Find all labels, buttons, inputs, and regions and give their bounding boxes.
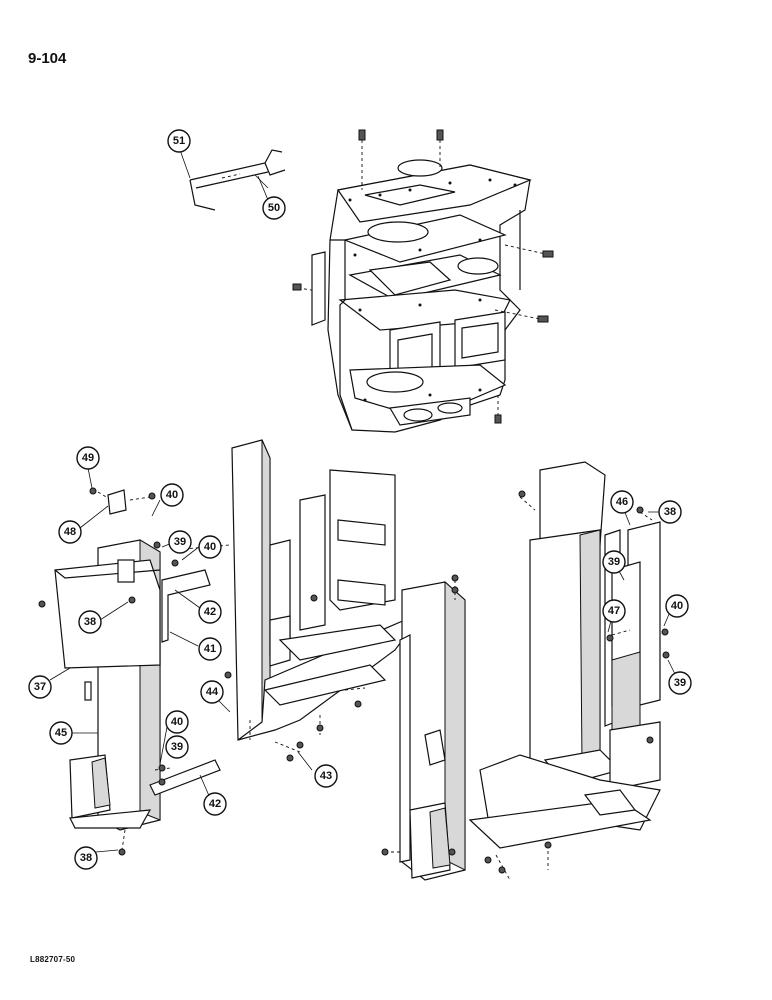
svg-text:38: 38 — [84, 616, 96, 628]
callout-42: 42 — [198, 600, 222, 624]
figure-reference: L882707-50 — [30, 955, 76, 964]
svg-text:39: 39 — [174, 536, 186, 548]
svg-text:40: 40 — [204, 541, 216, 553]
callout-40: 40 — [160, 483, 184, 507]
svg-text:45: 45 — [55, 727, 67, 739]
callout-38: 38 — [658, 500, 682, 524]
callout-50: 50 — [262, 196, 286, 220]
svg-text:51: 51 — [173, 135, 185, 147]
svg-text:43: 43 — [320, 770, 332, 782]
rod-assembly — [189, 149, 286, 211]
svg-text:40: 40 — [671, 600, 683, 612]
svg-text:39: 39 — [608, 556, 620, 568]
svg-text:42: 42 — [204, 606, 216, 618]
callout-44: 44 — [200, 680, 224, 704]
callout-49: 49 — [76, 446, 100, 470]
callout-39: 39 — [165, 735, 189, 759]
callout-38: 38 — [74, 846, 98, 870]
callout-41: 41 — [198, 637, 222, 661]
callout-47: 47 — [602, 599, 626, 623]
svg-text:46: 46 — [616, 496, 628, 508]
svg-text:39: 39 — [674, 677, 686, 689]
svg-text:47: 47 — [608, 605, 620, 617]
callout-39: 39 — [602, 550, 626, 574]
callout-38: 38 — [78, 610, 102, 634]
callout-40: 40 — [665, 594, 689, 618]
svg-text:38: 38 — [664, 506, 676, 518]
callout-40: 40 — [198, 535, 222, 559]
left-column-assembly — [38, 487, 231, 856]
page-number: 9-104 — [28, 50, 67, 67]
svg-text:38: 38 — [80, 852, 92, 864]
main-frame-housing — [292, 129, 554, 433]
callout-46: 46 — [610, 490, 634, 514]
callout-42: 42 — [203, 792, 227, 816]
svg-text:40: 40 — [166, 489, 178, 501]
callout-45: 45 — [49, 721, 73, 745]
callout-39: 39 — [668, 671, 692, 695]
svg-text:40: 40 — [171, 716, 183, 728]
svg-text:49: 49 — [82, 452, 94, 464]
callout-40: 40 — [165, 710, 189, 734]
svg-text:42: 42 — [209, 798, 221, 810]
callout-43: 43 — [314, 764, 338, 788]
callout-37: 37 — [28, 675, 52, 699]
callout-48: 48 — [58, 520, 82, 544]
callout-51: 51 — [167, 129, 191, 153]
right-column-assembly — [468, 461, 670, 881]
middle-front-column — [381, 574, 466, 881]
callout-39: 39 — [168, 530, 192, 554]
svg-text:44: 44 — [206, 686, 219, 698]
center-channel-assembly — [224, 439, 411, 762]
svg-text:39: 39 — [171, 741, 183, 753]
svg-text:37: 37 — [34, 681, 46, 693]
svg-text:48: 48 — [64, 526, 76, 538]
svg-text:50: 50 — [268, 202, 280, 214]
svg-text:41: 41 — [204, 643, 216, 655]
